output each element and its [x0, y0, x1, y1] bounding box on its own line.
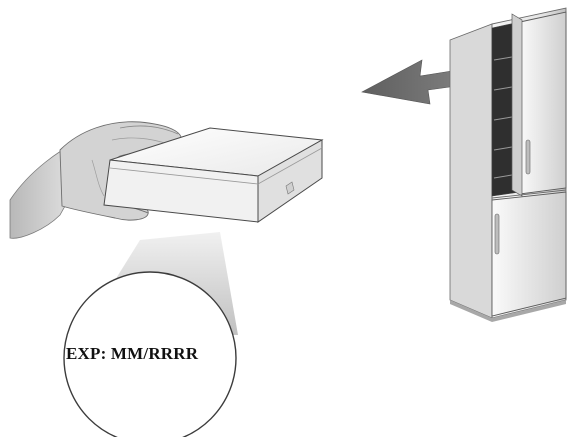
refrigerator-icon [450, 8, 566, 322]
expiry-date-label: EXP: MM/RRRR [66, 344, 236, 364]
